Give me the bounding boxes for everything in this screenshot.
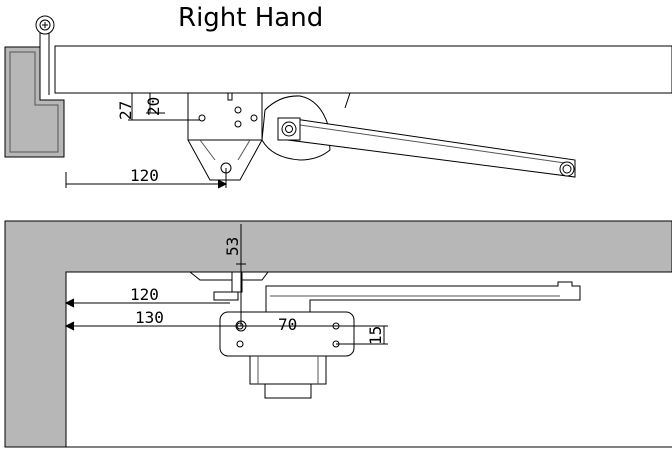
- dim-label-120-top: 120: [130, 166, 159, 185]
- dim-label-27: 27: [116, 101, 135, 120]
- closer-body-bottom: [219, 311, 355, 399]
- dimension-130: 130 70: [64, 308, 336, 334]
- dimension-53: 53: [223, 224, 246, 326]
- dimension-120-bottom: 120: [64, 285, 230, 308]
- dim-label-130: 130: [135, 308, 164, 327]
- dimension-120-top: 120: [65, 166, 228, 189]
- dimension-27-20: 27 20: [116, 92, 200, 121]
- pivot-icon: [35, 15, 55, 100]
- wall-section: [4, 220, 672, 448]
- door-leaf: [54, 45, 672, 94]
- closer-arm-top: [277, 117, 576, 178]
- top-view: 120 27 20: [4, 15, 672, 189]
- mounting-bracket: [188, 271, 269, 301]
- dim-label-53: 53: [223, 237, 242, 256]
- closer-arm-bottom: [265, 281, 581, 313]
- closer-body-side: [187, 92, 263, 181]
- drawing-title: Right Hand: [178, 3, 323, 33]
- dim-label-15: 15: [366, 326, 385, 345]
- dim-label-70: 70: [278, 315, 297, 334]
- dim-label-120-bottom: 120: [130, 285, 159, 304]
- dimension-15: 15: [336, 325, 388, 345]
- bottom-view: 53 120 130 70 15: [4, 220, 672, 448]
- dim-label-20: 20: [144, 97, 163, 116]
